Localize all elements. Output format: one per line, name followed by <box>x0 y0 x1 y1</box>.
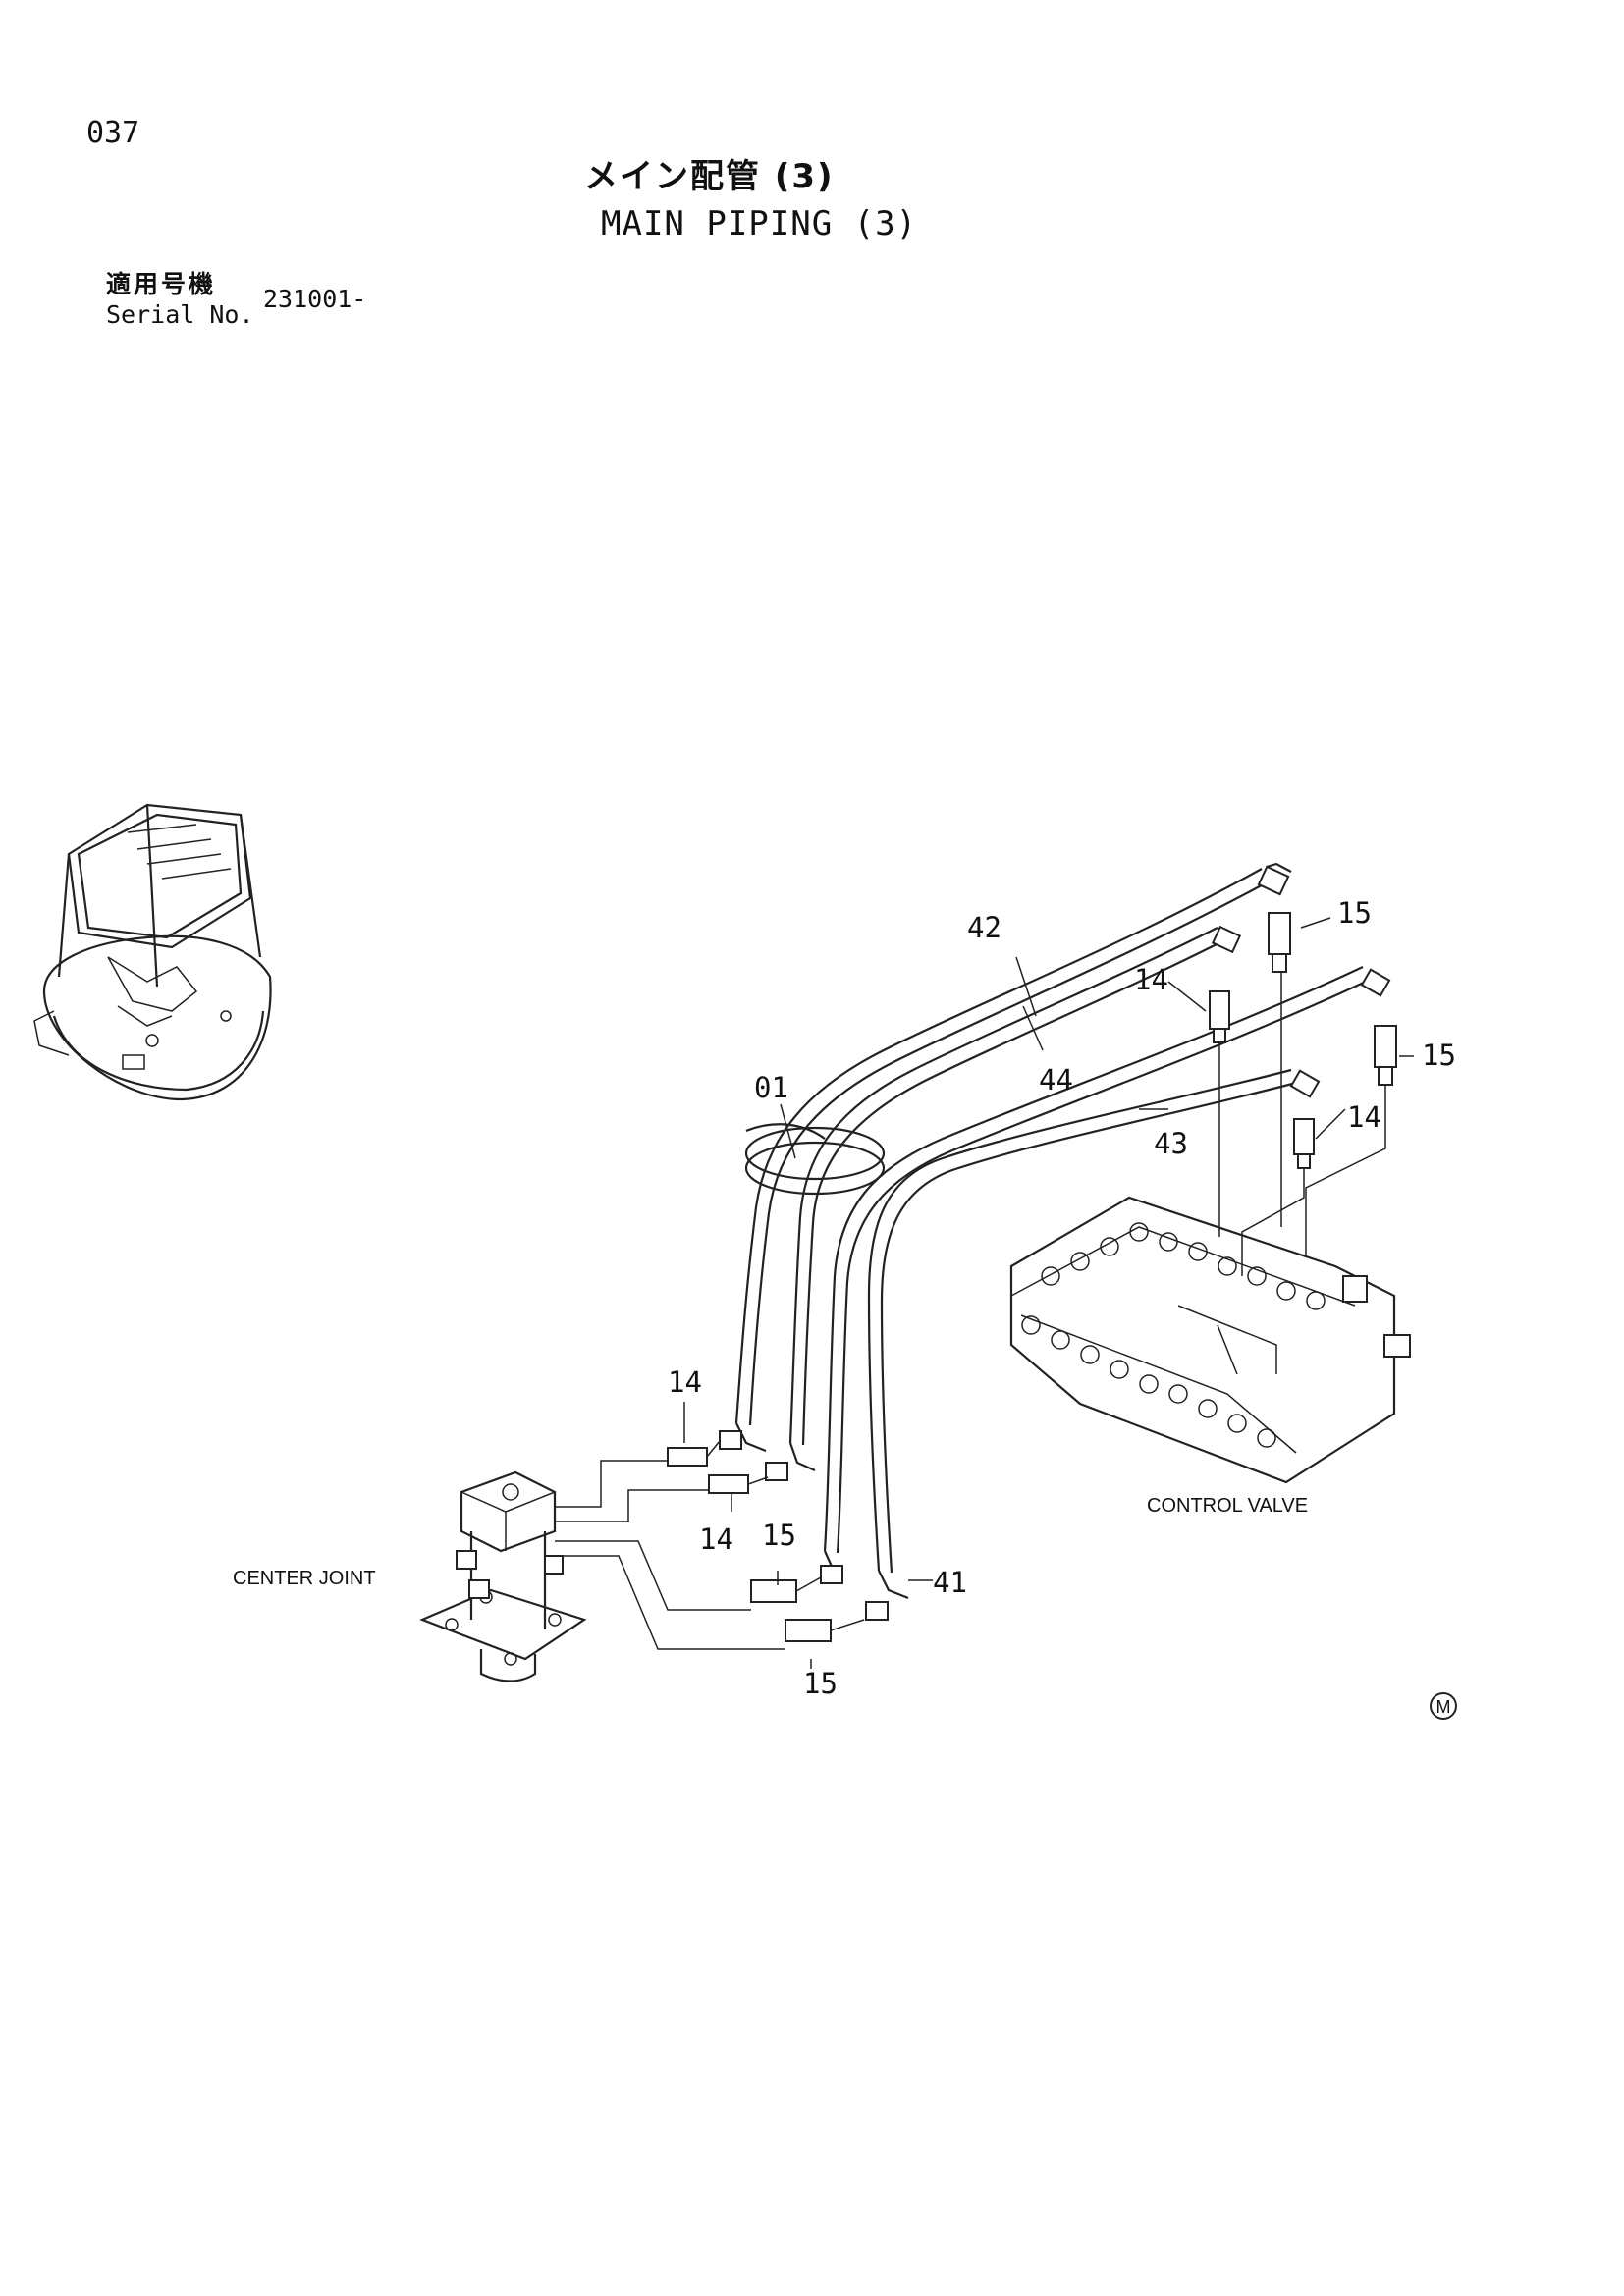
center-joint-label: CENTER JOINT <box>233 1568 376 1589</box>
leader-lines <box>683 917 1414 1669</box>
callout-42: 42 <box>967 911 1001 944</box>
title-japanese: メイン配管 (3) <box>584 157 835 196</box>
callout-41: 41 <box>933 1566 967 1599</box>
callout-14-top: 14 <box>1134 963 1168 996</box>
callout-15-right: 15 <box>1422 1039 1456 1072</box>
excavator-thumbnail <box>33 803 272 1101</box>
serial-label-english: Serial No. <box>106 300 254 329</box>
title-english: MAIN PIPING (3) <box>601 204 918 243</box>
page-number: 037 <box>86 116 140 150</box>
circled-m-mark: M <box>1430 1692 1457 1720</box>
callout-14-right: 14 <box>1347 1100 1381 1134</box>
callout-43: 43 <box>1154 1127 1188 1160</box>
callout-01: 01 <box>754 1071 788 1104</box>
serial-value: 231001- <box>263 285 367 313</box>
callout-15-middle: 15 <box>762 1519 796 1552</box>
mark-letter: M <box>1436 1697 1451 1717</box>
center-joint-fittings <box>555 1440 865 1650</box>
serial-label-japanese: 適用号機 <box>106 270 217 298</box>
control-valve-drawing <box>1009 1196 1411 1484</box>
callout-15-top: 15 <box>1337 896 1372 930</box>
callout-15-bottom: 15 <box>803 1667 838 1700</box>
control-valve-label: CONTROL VALVE <box>1147 1495 1308 1517</box>
center-joint-drawing <box>419 1470 587 1682</box>
callout-14-upper-left: 14 <box>668 1365 702 1399</box>
hose-bundle <box>719 862 1391 1621</box>
callout-44: 44 <box>1039 1063 1073 1096</box>
valve-fittings <box>1209 912 1397 1276</box>
callout-14-lower-left: 14 <box>699 1522 733 1556</box>
